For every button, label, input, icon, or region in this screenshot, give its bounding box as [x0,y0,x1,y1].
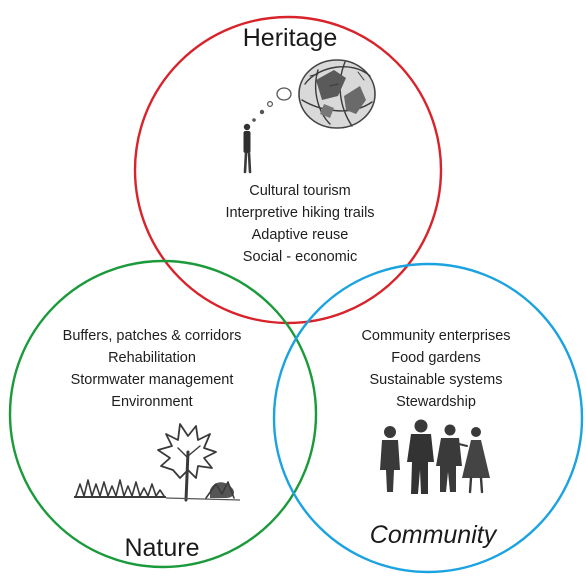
grass-sketch-icon [74,479,241,501]
heritage-item: Adaptive reuse [252,227,349,243]
nature-items: Buffers, patches & corridors Rehabilitat… [63,328,242,410]
community-title: Community [370,521,498,549]
thinking-figure-icon [243,123,252,174]
nature-item: Buffers, patches & corridors [63,328,242,344]
heritage-title: Heritage [243,24,338,52]
community-illustration [380,419,490,494]
heritage-item: Cultural tourism [249,183,351,199]
nature-item: Rehabilitation [108,350,196,366]
community-item: Community enterprises [361,328,510,344]
community-item: Food gardens [391,350,480,366]
nature-circle [8,259,318,569]
community-circle [272,262,584,574]
tree-sketch-icon [157,423,217,502]
nature-illustration [74,423,241,502]
community-item: Sustainable systems [370,372,503,388]
nature-item: Stormwater management [71,372,234,388]
community-item: Stewardship [396,394,476,410]
heritage-circle [133,15,443,325]
heritage-items: Cultural tourism Interpretive hiking tra… [225,183,374,265]
group-of-people-icon [380,419,490,494]
nature-title: Nature [124,534,199,562]
heritage-illustration [243,59,376,174]
thought-bubble-icon [252,87,292,122]
nature-item: Environment [111,394,192,410]
heritage-item: Social - economic [243,249,357,265]
community-items: Community enterprises Food gardens Susta… [361,328,510,410]
heritage-item: Interpretive hiking trails [225,205,374,221]
globe-sketch-icon [298,59,376,129]
